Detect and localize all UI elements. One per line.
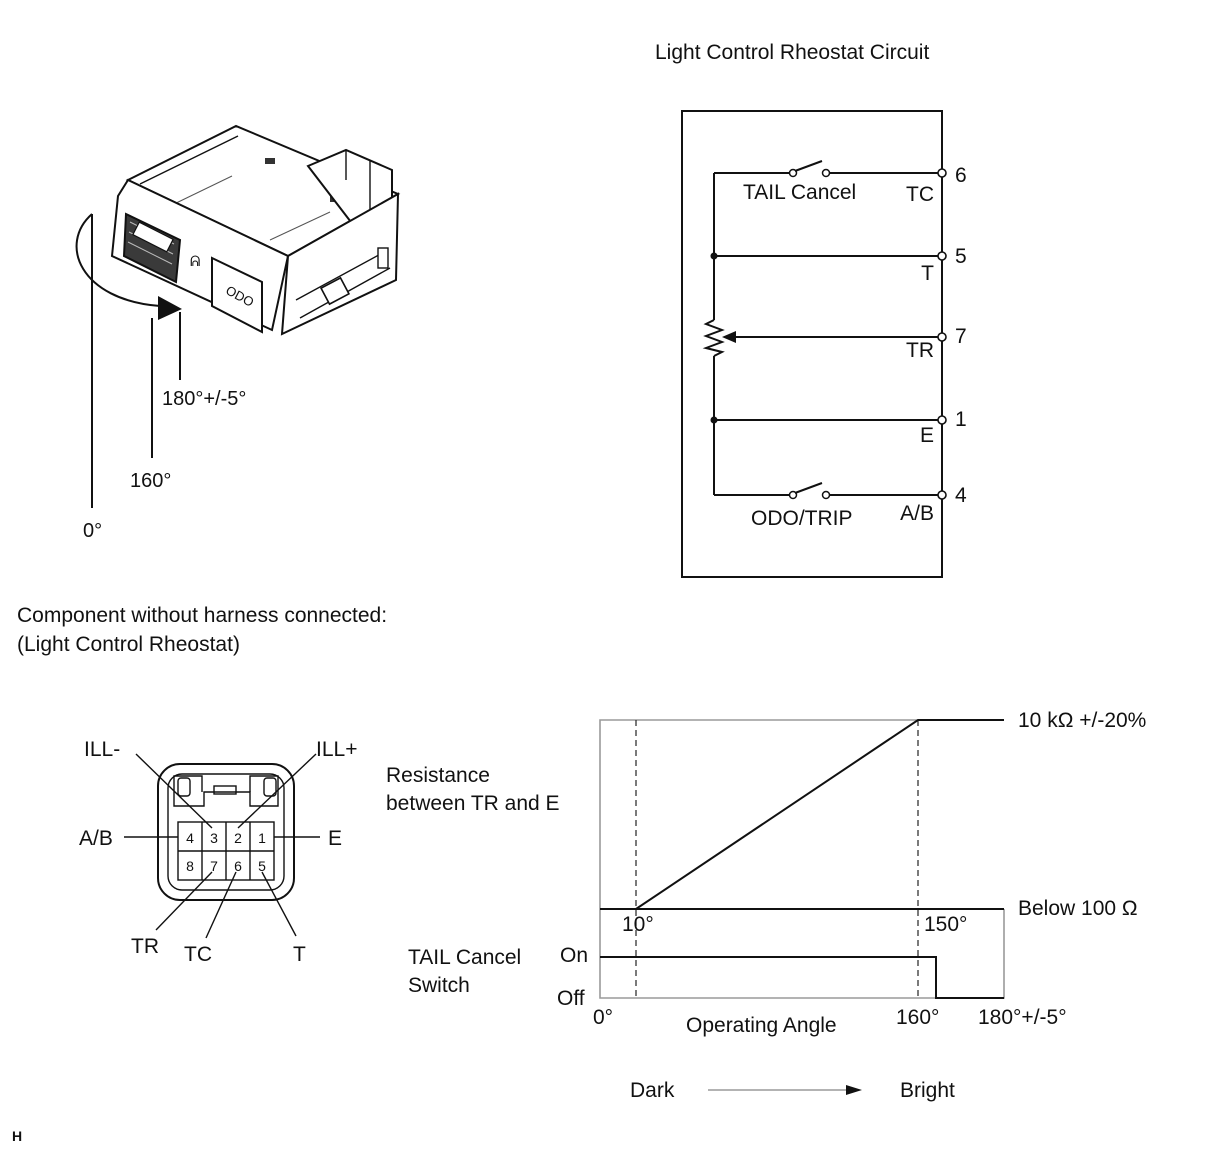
resistance-label-line1: Resistance (386, 764, 490, 787)
rheostat-circuit: Light Control Rheostat Circuit TAIL Canc… (655, 41, 967, 578)
connector-pin-8: 8 (186, 858, 194, 874)
switch-label-line2: Switch (408, 974, 470, 997)
terminal-name-tc: TC (906, 183, 934, 206)
connector-label-tr: TR (131, 935, 159, 958)
tail-cancel-switch-label: TAIL Cancel (743, 181, 856, 204)
terminal-pin-6: 6 (955, 164, 967, 187)
terminal-pin-5: 5 (955, 245, 967, 268)
connector-heading-line2: (Light Control Rheostat) (17, 633, 240, 656)
switch-label-line1: TAIL Cancel (408, 946, 521, 969)
terminal-name-ab: A/B (900, 502, 934, 525)
connector-heading-line1: Component without harness connected: (17, 604, 387, 627)
svg-text:ᕱ: ᕱ (190, 253, 200, 269)
footer-mark: H (12, 1128, 22, 1144)
angle-callouts: 180°+/-5° 160° 0° (83, 214, 246, 542)
terminal-pin-4: 4 (955, 484, 967, 507)
resistance-low-label: Below 100 Ω (1018, 897, 1138, 920)
connector-label-ab: A/B (79, 827, 113, 850)
connector-label-t: T (293, 943, 306, 966)
resistance-high-label: 10 kΩ +/-20% (1018, 709, 1146, 732)
switch-off-label: Off (557, 987, 585, 1010)
circuit-title: Light Control Rheostat Circuit (655, 41, 929, 64)
connector-label-e: E (328, 827, 342, 850)
connector-label-tc: TC (184, 943, 212, 966)
tick-10-label: 10° (622, 913, 654, 936)
resistance-curve (600, 719, 1004, 910)
connector-pin-7: 7 (210, 858, 218, 874)
connector-pin-3: 3 (210, 830, 218, 846)
x-start-label: 0° (593, 1006, 613, 1029)
dark-label: Dark (630, 1079, 675, 1102)
x-160-label: 160° (896, 1006, 939, 1029)
terminal-name-tr: TR (906, 339, 934, 362)
resistance-label-line2: between TR and E (386, 792, 560, 815)
angle-max-label: 180°+/-5° (162, 388, 246, 410)
connector-pin-1: 1 (258, 830, 266, 846)
bright-label: Bright (900, 1079, 955, 1102)
terminal-name-t: T (921, 262, 934, 285)
x-axis-title: Operating Angle (686, 1014, 837, 1037)
connector-label-ill-plus: ILL+ (316, 738, 357, 761)
circuit-box (681, 110, 943, 578)
connector-label-ill-minus: ILL- (84, 738, 120, 761)
connector-face: 4 3 2 1 8 7 6 5 ILL- ILL+ A/B E TR TC T (79, 738, 357, 966)
rheostat-switch-illustration: ODO ᕱ (75, 124, 401, 336)
angle-160-label: 160° (130, 470, 171, 492)
connector-pin-5: 5 (258, 858, 266, 874)
terminal-name-e: E (920, 424, 934, 447)
tick-150-label: 150° (924, 913, 967, 936)
connector-pin-6: 6 (234, 858, 242, 874)
switch-on-label: On (560, 944, 588, 967)
terminal-pin-1: 1 (955, 408, 967, 431)
connector-pin-2: 2 (234, 830, 242, 846)
connector-pin-4: 4 (186, 830, 194, 846)
angle-0-label: 0° (83, 520, 102, 542)
characteristic-graph: Resistance between TR and E 10 kΩ +/-20%… (386, 709, 1146, 1102)
terminal-pin-7: 7 (955, 325, 967, 348)
odo-trip-switch-label: ODO/TRIP (751, 507, 853, 530)
switch-state-line (600, 956, 1004, 999)
x-end-label: 180°+/-5° (978, 1006, 1067, 1029)
